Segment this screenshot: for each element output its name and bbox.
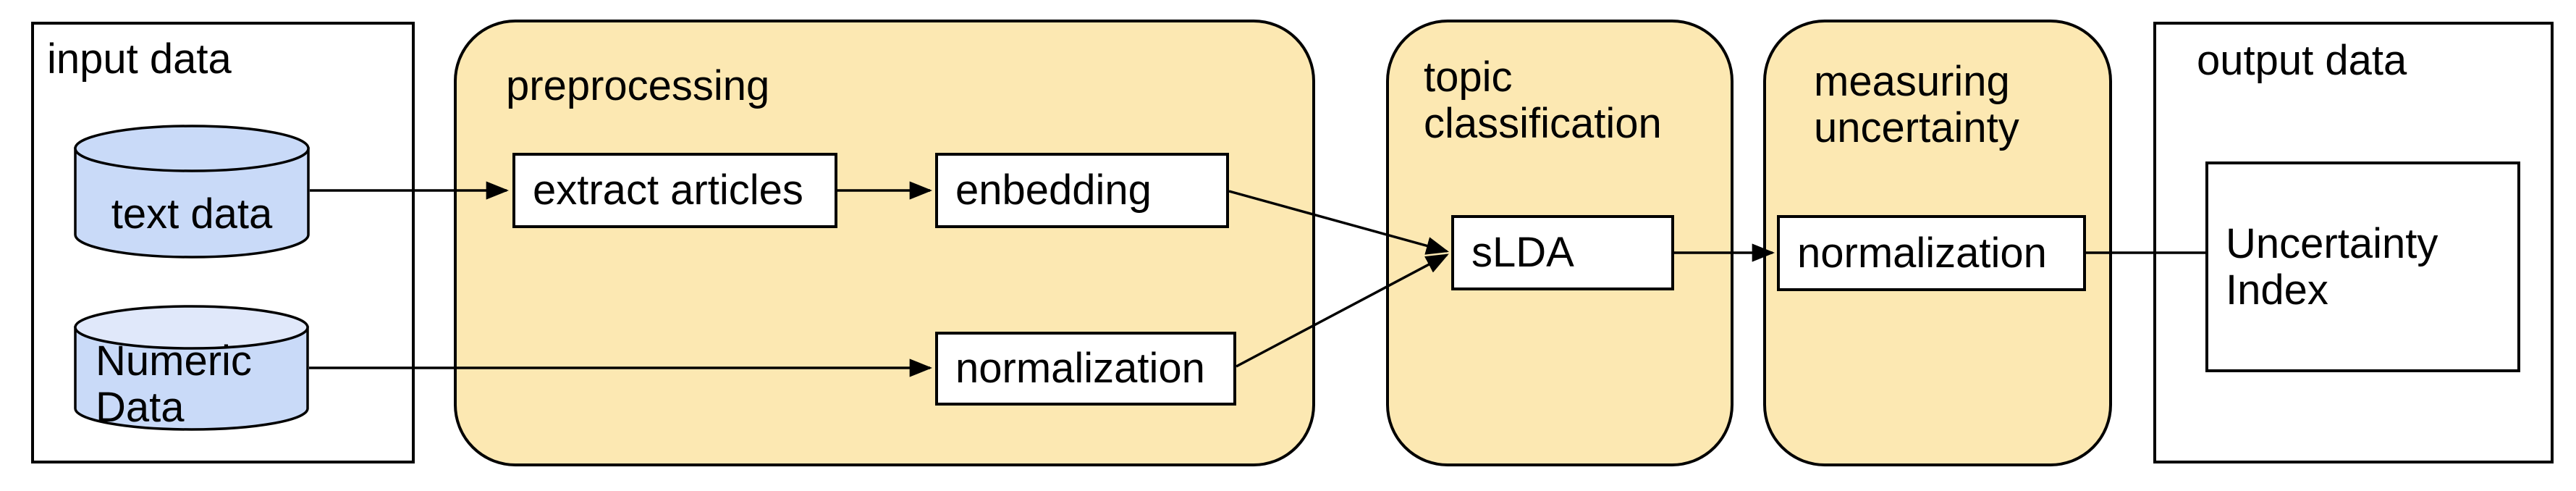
node-slda: sLDA	[1451, 215, 1674, 290]
node-normalization-measuring-label: normalization	[1797, 229, 2047, 277]
node-extract-articles-label: extract articles	[533, 167, 803, 214]
node-normalization-preprocessing: normalization	[935, 332, 1236, 406]
database-cylinder-icon	[74, 305, 309, 431]
node-slda-label: sLDA	[1471, 229, 1574, 276]
node-extract-articles: extract articles	[512, 153, 837, 228]
database-cylinder-icon	[74, 125, 310, 259]
node-embedding: enbedding	[935, 153, 1229, 228]
node-uncertainty-index: Uncertainty Index	[2205, 161, 2520, 372]
section-output-data-label: output data	[2197, 37, 2407, 84]
node-normalization-preprocessing-label: normalization	[955, 345, 1205, 392]
node-numeric-data: Numeric Data	[74, 305, 309, 431]
node-text-data-label: text data	[111, 190, 273, 238]
node-embedding-label: enbedding	[955, 167, 1152, 214]
section-input-data-label: input data	[47, 35, 232, 83]
node-normalization-measuring: normalization	[1777, 215, 2086, 291]
node-uncertainty-index-label: Uncertainty Index	[2226, 219, 2438, 314]
section-measuring-uncertainty-label: measuring uncertainty	[1814, 58, 2019, 151]
section-topic-classification-label: topic classification	[1424, 54, 1662, 147]
node-numeric-data-label: Numeric Data	[96, 337, 252, 431]
node-text-data: text data	[74, 125, 310, 259]
section-preprocessing-label: preprocessing	[506, 62, 770, 109]
